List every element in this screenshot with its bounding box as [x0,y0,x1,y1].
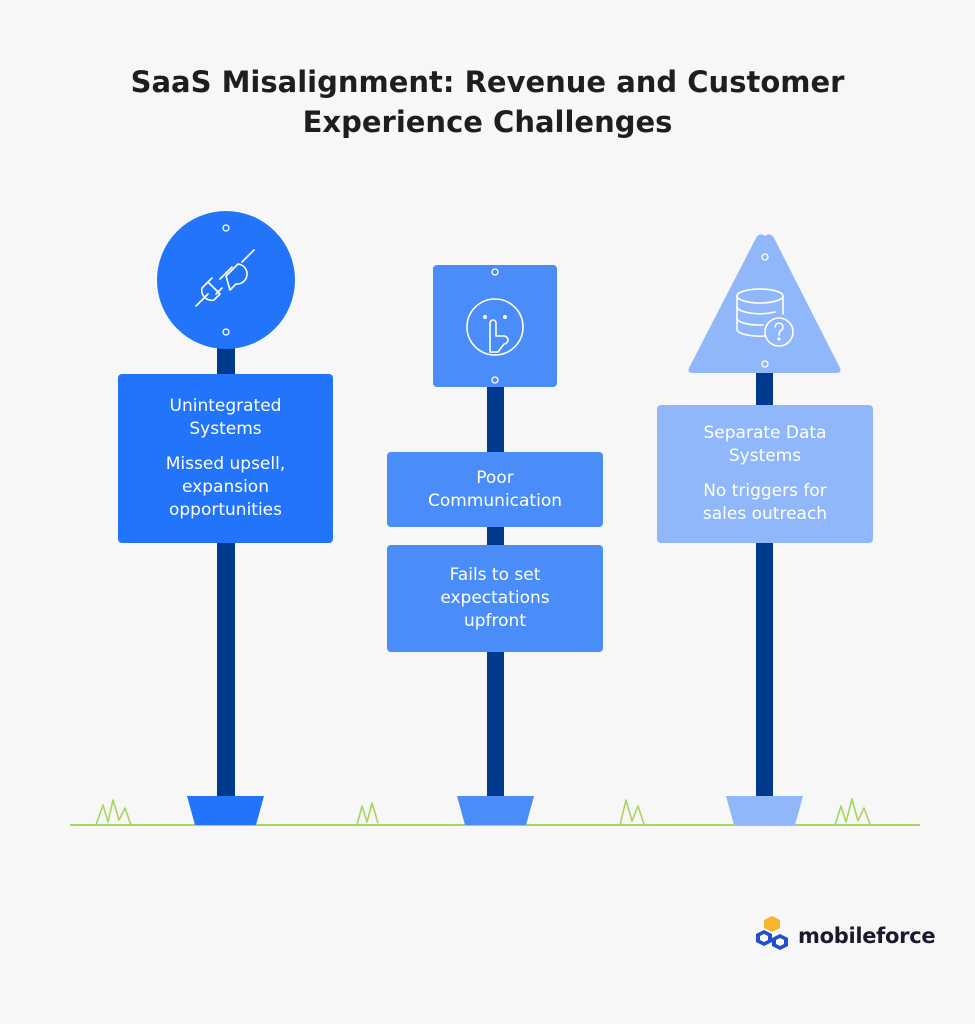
mobileforce-logo: mobileforce [752,916,936,956]
board-1-heading: Unintegrated Systems [169,396,282,439]
board-unintegrated-systems: Unintegrated Systems Missed upsell, expa… [118,374,333,543]
board-fails-to-set-expectations: Fails to set expectations upfront [387,545,603,652]
database-question-icon [736,288,794,347]
board-poor-communication: Poor Communication [387,452,603,527]
logo-wordmark: mobileforce [798,924,936,948]
sign-head-circle [157,211,295,349]
grass-tufts [95,798,871,826]
title-line-2: Experience Challenges [302,105,673,139]
board-1-body: Missed upsell, expansion opportunities [165,454,286,520]
board-3-heading: Separate Data Systems [703,423,827,466]
unplugged-connector-icon [195,249,255,307]
pole-base-2 [457,796,534,825]
board-3-body: No triggers for sales outreach [702,481,828,524]
shush-face-icon [466,298,524,356]
mobileforce-logo-icon [756,916,788,950]
page-title: SaaS Misalignment: Revenue and Customer … [0,62,975,142]
title-line-1: SaaS Misalignment: Revenue and Customer [130,65,845,99]
sign-head-triangle [688,234,841,373]
pole-base-3 [726,796,803,825]
board-separate-data-systems: Separate Data Systems No triggers for sa… [657,405,873,543]
pole-base-1 [187,796,264,825]
